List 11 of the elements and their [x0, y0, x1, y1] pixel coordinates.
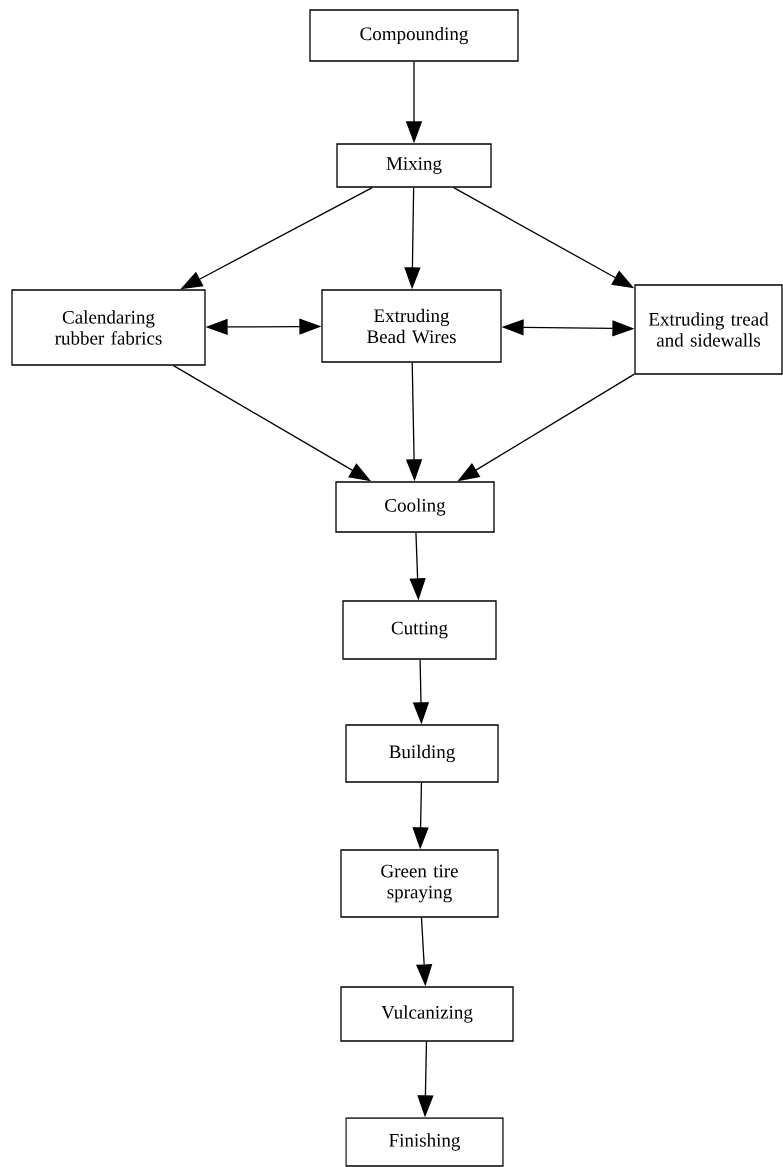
process-box: Cutting: [342, 600, 497, 660]
process-box: Calendaring rubber fabrics: [11, 289, 206, 366]
process-box: Compounding: [309, 9, 519, 62]
process-box: Vulcanizing: [340, 986, 514, 1042]
process-box: Mixing: [336, 143, 492, 188]
process-box: Extruding tread and sidewalls: [634, 284, 783, 375]
process-box: Cooling: [335, 481, 495, 533]
process-box: Green tire spraying: [340, 849, 499, 918]
process-box: Building: [345, 724, 499, 783]
process-box: Finishing: [345, 1117, 504, 1167]
process-box: Extruding Bead Wires: [321, 289, 502, 363]
